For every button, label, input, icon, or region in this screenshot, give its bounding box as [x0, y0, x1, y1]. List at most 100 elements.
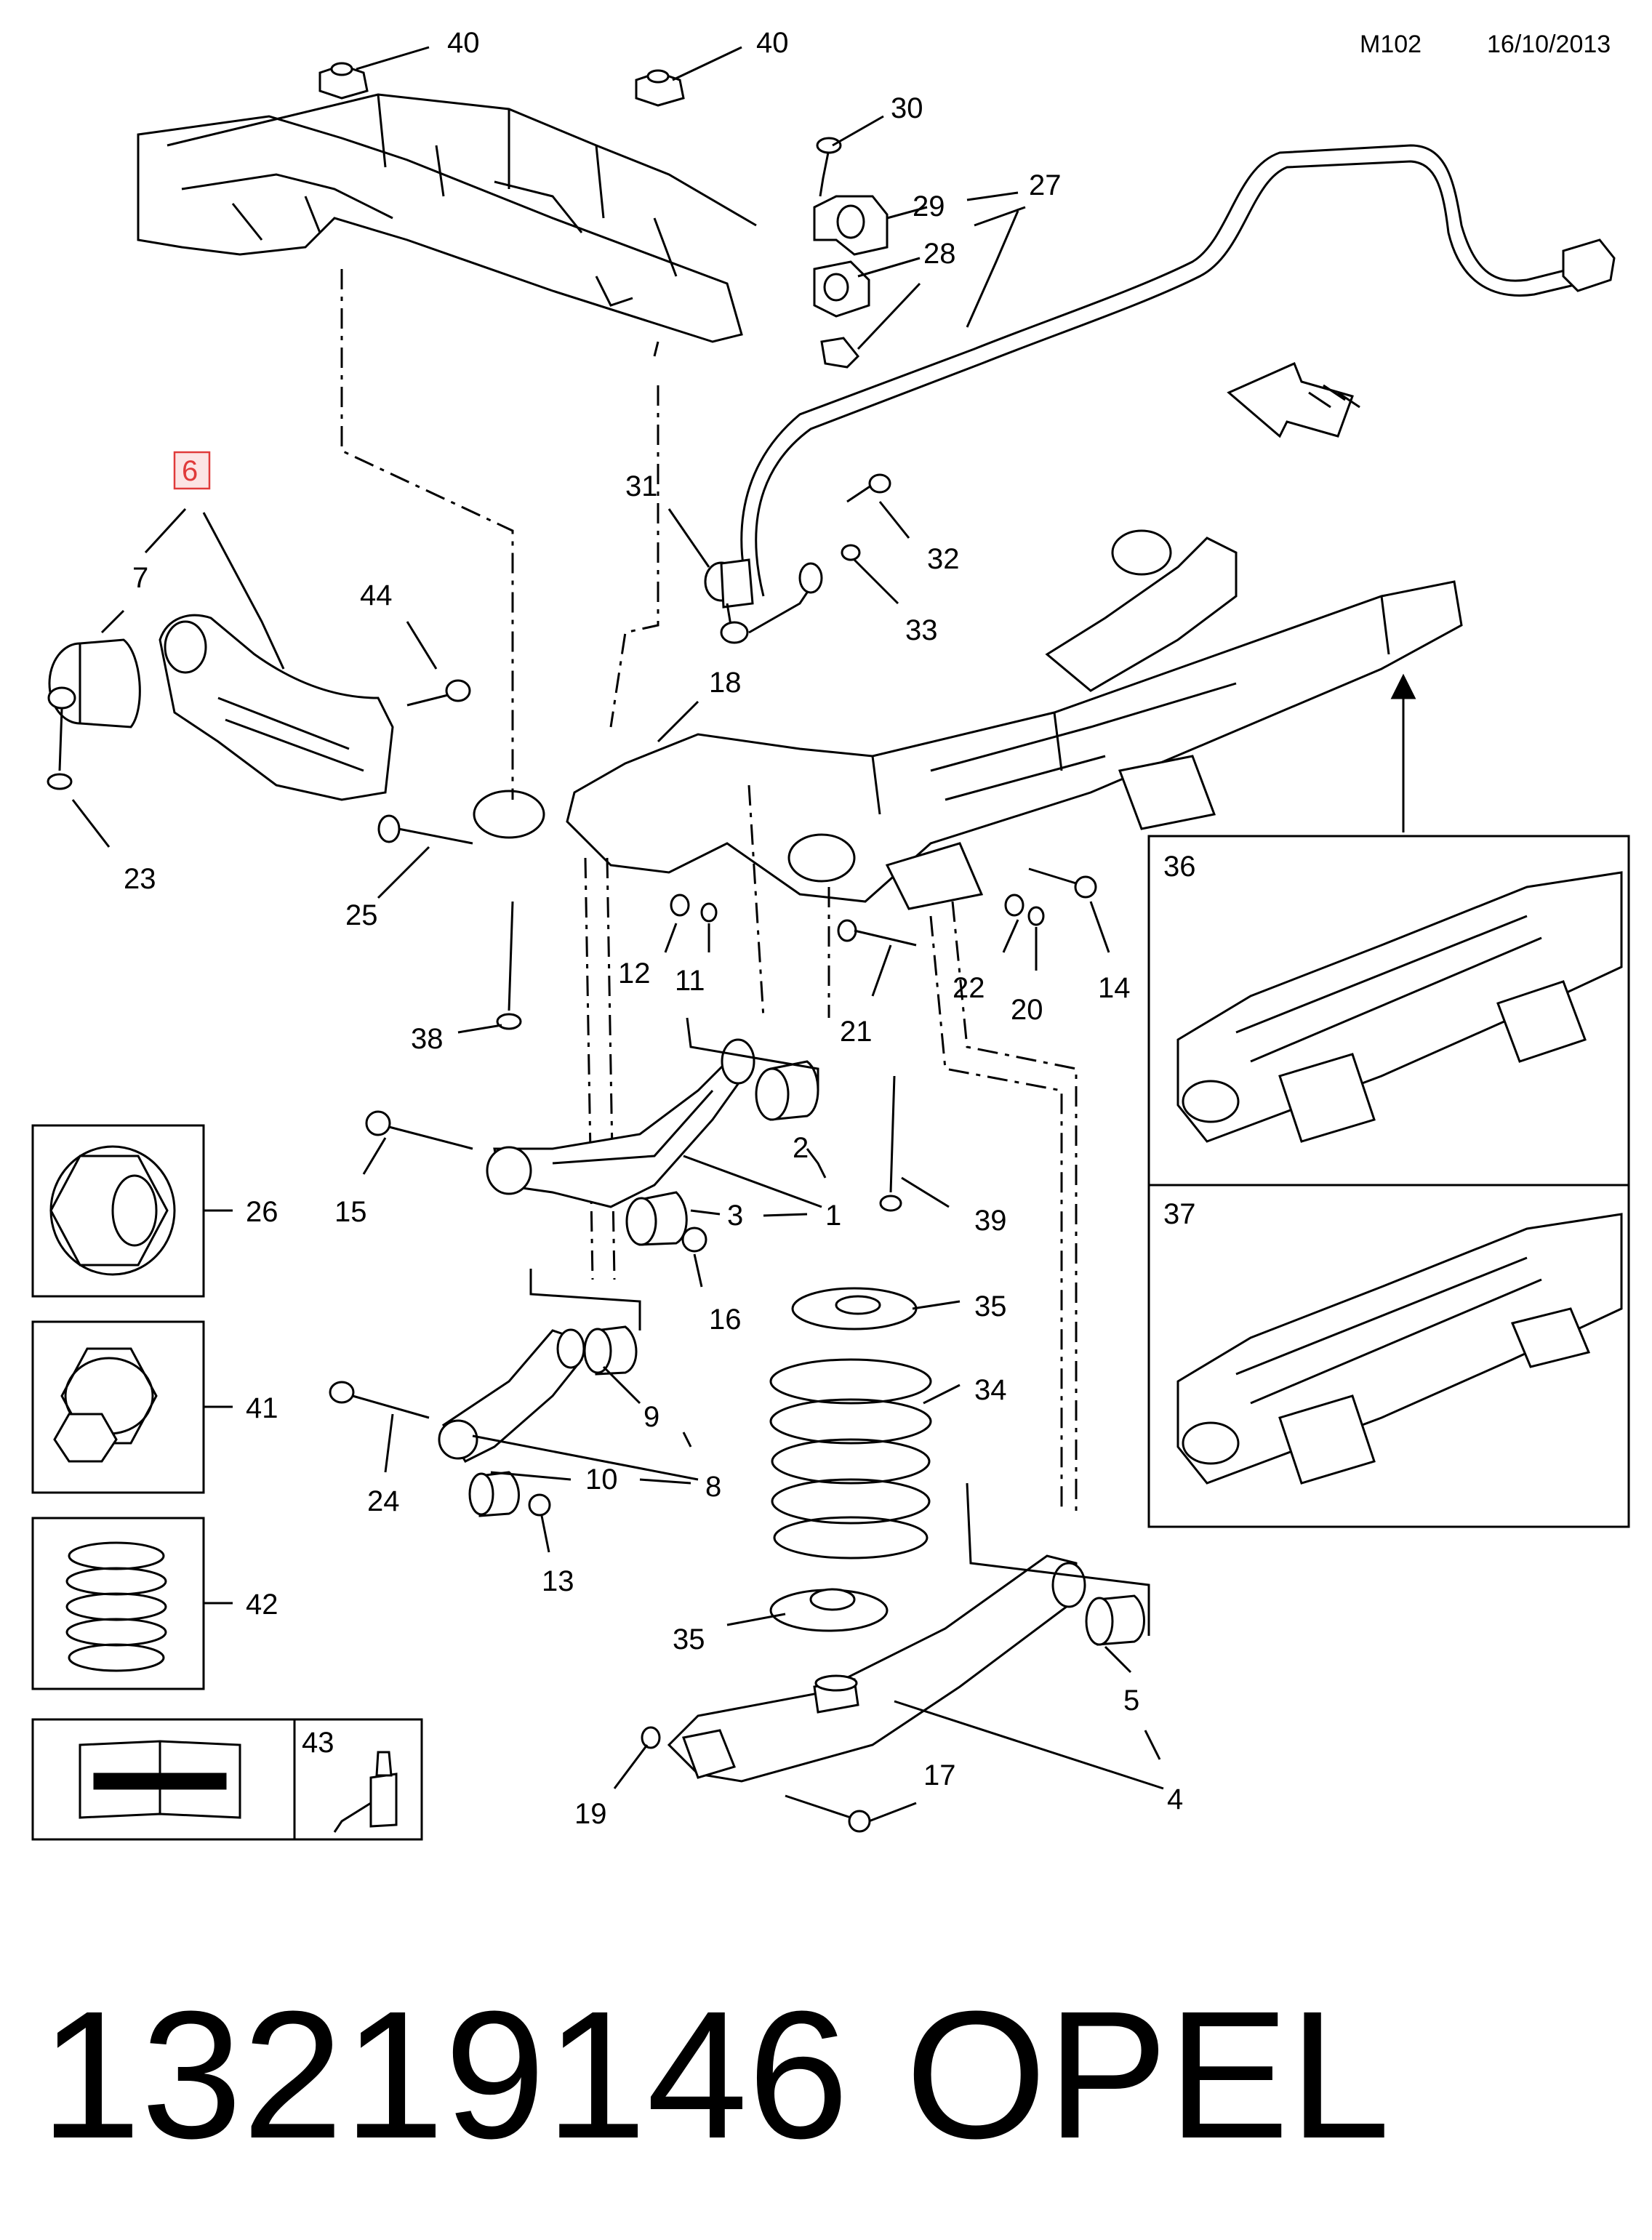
inset-label-36: 36	[1163, 851, 1196, 883]
callout-32: 32	[927, 543, 960, 575]
callout-34: 34	[974, 1374, 1007, 1406]
legend-box-26	[31, 1124, 205, 1298]
callout-3: 3	[727, 1200, 743, 1232]
callout-44: 44	[360, 579, 393, 611]
diagram-code: M102	[1360, 31, 1422, 58]
callout-40: 40	[756, 27, 789, 59]
body-frame-rail	[137, 93, 757, 357]
bushing-9	[583, 1325, 638, 1376]
callout-18: 18	[709, 667, 742, 699]
callout-2: 2	[793, 1132, 809, 1164]
spring-seat-lower	[769, 1588, 889, 1632]
legend-label-42: 42	[246, 1589, 278, 1621]
callout-27: 27	[1029, 169, 1062, 201]
callout-12: 12	[618, 958, 651, 989]
bolt-39	[879, 1075, 902, 1212]
stabilizer-link	[704, 558, 823, 644]
callout-17: 17	[923, 1759, 956, 1791]
legend-box-43	[293, 1718, 423, 1841]
callout-40: 40	[447, 27, 480, 59]
stabilizer-bar	[740, 144, 1616, 597]
service-manual-book-wrench-icon	[79, 1740, 241, 1819]
spring-seat-upper	[791, 1287, 918, 1330]
diagram-date: 16/10/2013	[1487, 31, 1611, 58]
assembly-guide-lines	[340, 269, 1416, 1512]
inset-crossmember-variant-36	[1147, 835, 1630, 1187]
callout-9: 9	[643, 1401, 659, 1433]
adhesive-tube-icon	[333, 1751, 398, 1833]
bushing-5	[1085, 1594, 1145, 1646]
washer-nut-22-20	[1004, 894, 1045, 926]
callout-11: 11	[675, 965, 705, 997]
bushing-3	[625, 1191, 688, 1246]
callout-6-highlighted: 6	[182, 455, 198, 487]
inset-label-37: 37	[1163, 1198, 1196, 1230]
callout-19: 19	[574, 1798, 607, 1830]
bushing-10	[468, 1471, 520, 1517]
callout-33: 33	[905, 614, 938, 646]
trailing-arm	[159, 614, 394, 801]
stabilizer-bushing	[813, 260, 870, 369]
callout-24: 24	[367, 1485, 400, 1517]
callout-30: 30	[891, 92, 923, 124]
bracket-line	[686, 1017, 819, 1091]
lower-control-arm	[667, 1554, 1086, 1783]
arm-bolt-44	[406, 679, 471, 707]
inset-crossmember-variant-37	[1147, 1184, 1630, 1528]
body-mount-nut-left	[318, 62, 369, 100]
clamp-bolt	[816, 137, 842, 197]
upper-control-arm	[486, 1038, 755, 1208]
bracket-line-5	[966, 1482, 1150, 1636]
bracket-line-9	[529, 1269, 641, 1330]
callout-35-lower: 35	[673, 1623, 705, 1655]
lower-lateral-link	[438, 1328, 585, 1463]
bolt-24	[329, 1381, 430, 1419]
callout-38: 38	[411, 1023, 444, 1055]
bolt-15	[365, 1110, 473, 1150]
stabilizer-bushing-clamp	[813, 195, 889, 256]
callout-15: 15	[334, 1196, 367, 1228]
bushing-2	[755, 1060, 819, 1121]
body-mount-nut-right	[635, 69, 685, 107]
nut-16	[681, 1227, 707, 1253]
callout-23: 23	[124, 863, 156, 895]
bolt-14	[1028, 867, 1097, 899]
callout-25: 25	[345, 899, 378, 931]
legend-box-service-manual	[31, 1718, 296, 1841]
coil-spring	[769, 1358, 932, 1559]
nut-19	[641, 1726, 661, 1749]
trailing-arm-bushing	[47, 638, 141, 728]
callout-10: 10	[585, 1464, 618, 1496]
callout-1: 1	[825, 1200, 841, 1232]
link-washer-nut	[841, 544, 861, 561]
legend-box-41	[31, 1320, 205, 1494]
nut-13	[528, 1493, 551, 1517]
callout-21: 21	[840, 1016, 873, 1048]
bolt-21	[837, 919, 917, 947]
callout-31: 31	[625, 470, 658, 502]
callout-13: 13	[542, 1565, 574, 1597]
part-number: 13219146	[40, 1973, 849, 2176]
callout-labels: 40 40 30 27 29 28 6 7 44 31 32 33 18 23 …	[124, 27, 1183, 1830]
callout-5: 5	[1123, 1685, 1139, 1717]
legend-label-26: 26	[246, 1196, 278, 1228]
legend-label-41: 41	[246, 1392, 278, 1424]
leader-lines	[71, 46, 1164, 1823]
bolt-38	[496, 901, 522, 1030]
callout-28: 28	[923, 238, 956, 270]
legend-box-42	[31, 1517, 205, 1690]
bolt-17	[785, 1794, 871, 1833]
rear-crossmember	[473, 529, 1463, 910]
callout-22: 22	[953, 972, 985, 1004]
brand-name: OPEL	[905, 1973, 1390, 2176]
highlighted-part-box	[173, 451, 211, 490]
callout-4: 4	[1167, 1783, 1183, 1815]
callout-20: 20	[1011, 994, 1043, 1026]
bolt-25	[377, 814, 473, 845]
callout-35: 35	[974, 1290, 1007, 1322]
bushing-bolt-23	[47, 708, 73, 790]
callout-29: 29	[913, 190, 945, 222]
callout-14: 14	[1098, 972, 1131, 1004]
washer-nut-12-11	[670, 894, 718, 923]
